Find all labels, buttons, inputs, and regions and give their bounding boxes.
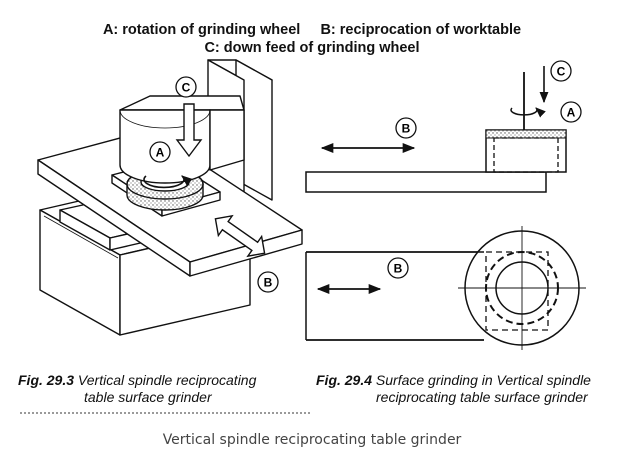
fig-29-3-title-line2: table surface grinder — [84, 389, 212, 405]
fig-29-4-title-line1: Surface grinding in Vertical spindle — [375, 372, 591, 388]
fig-29-4-title-line2: reciprocating table surface grinder — [376, 389, 588, 405]
label-a-top: A — [567, 106, 576, 120]
legend-line-2: C: down feed of grinding wheel — [0, 40, 624, 56]
label-b: B — [264, 276, 273, 290]
label-b-top: B — [402, 122, 411, 136]
fig2-bottom-labels: B — [387, 257, 409, 279]
image-caption: Vertical spindle reciprocating table gri… — [162, 432, 462, 448]
fig1-motion-arrows — [143, 103, 266, 258]
fig1-labels: C A B — [149, 76, 279, 293]
plan-view — [305, 226, 586, 350]
cropped-text-line — [20, 410, 310, 416]
fig-29-3-number: Fig. 29.3 — [18, 372, 75, 388]
label-a: A — [156, 146, 165, 160]
legend-a: A: rotation of grinding wheel — [102, 22, 301, 38]
legend-line-1: A: rotation of grinding wheel B: recipro… — [0, 22, 624, 38]
fig-29-3-title-line1: Vertical spindle reciprocating — [77, 372, 257, 388]
label-c: C — [182, 81, 191, 95]
side-view — [305, 66, 567, 193]
side-view-wheel-outline — [493, 137, 559, 173]
side-view-table — [305, 171, 547, 193]
fig2-top-labels: C A B — [395, 60, 582, 139]
label-c-top: C — [557, 65, 566, 79]
plan-view-workpiece — [485, 251, 549, 331]
machine-illustration — [37, 59, 303, 336]
fig-29-4-caption: Fig. 29.4 Surface grinding in Vertical s… — [316, 372, 591, 406]
rotation-arrow — [510, 107, 546, 118]
legend-b: B: reciprocation of worktable — [320, 22, 522, 38]
fig-29-3-caption: Fig. 29.3 Vertical spindle reciprocating… — [18, 372, 256, 406]
legend-c: C: down feed of grinding wheel — [204, 40, 420, 56]
label-b-bottom: B — [394, 262, 403, 276]
fig-29-4-number: Fig. 29.4 — [316, 372, 373, 388]
